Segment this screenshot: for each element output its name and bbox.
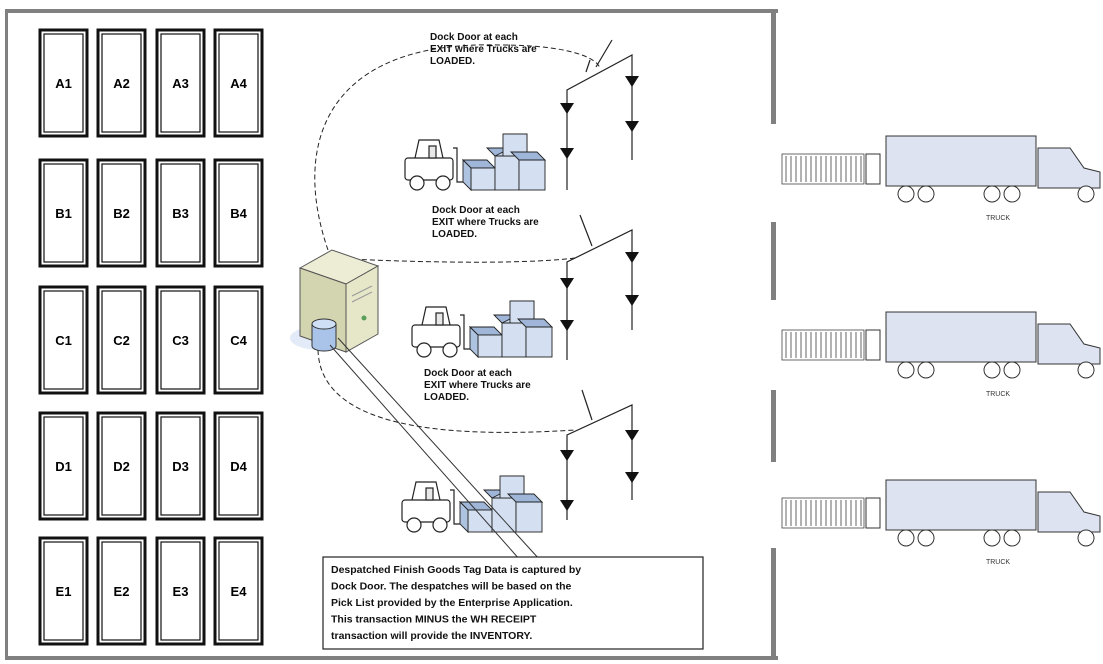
dock-door-callout-1-line: Dock Door at each	[430, 32, 518, 43]
dock-door-callout-1-line: EXIT where Trucks are	[430, 44, 537, 55]
truck-ramp-stripes	[785, 156, 862, 526]
storage-slot-label: A4	[230, 76, 247, 91]
storage-slot-label: C1	[55, 333, 72, 348]
storage-slot-label: E2	[114, 584, 130, 599]
storage-slot-a3: A3	[155, 28, 206, 138]
forklift-2	[411, 300, 553, 358]
leader-lines	[329, 337, 541, 561]
dock-door-callout-3-line: Dock Door at each	[424, 368, 512, 379]
storage-slot-label: A3	[172, 76, 189, 91]
truck-labels: TRUCK TRUCK TRUCK	[986, 215, 1010, 566]
storage-slot-label: C2	[113, 333, 130, 348]
storage-slot-e1: E1	[38, 536, 89, 646]
storage-slot-label: D2	[113, 459, 130, 474]
truck-label: TRUCK	[986, 215, 1010, 222]
dock-door-callout-2-line: Dock Door at each	[432, 205, 520, 216]
storage-slot-label: A2	[113, 76, 130, 91]
storage-slot-b3: B3	[155, 158, 206, 268]
storage-slot-c3: C3	[155, 285, 206, 395]
storage-slot-label: D1	[55, 459, 72, 474]
storage-slot-c4: C4	[213, 285, 264, 395]
dock-door-callout-3-line: LOADED.	[424, 392, 469, 403]
storage-slot-b1: B1	[38, 158, 89, 268]
storage-slot-label: B3	[172, 206, 189, 221]
info-box-line: Dock Door. The despatches will be based …	[331, 581, 572, 593]
info-box-line: This transaction MINUS the WH RECEIPT	[331, 614, 537, 626]
forklift-3	[401, 475, 543, 533]
info-box-line: Pick List provided by the Enterprise App…	[331, 597, 573, 609]
storage-slot-label: C3	[172, 333, 189, 348]
storage-slot-label: E1	[56, 584, 72, 599]
storage-slot-label: E3	[173, 584, 189, 599]
storage-slot-b4: B4	[213, 158, 264, 268]
truck-2	[781, 311, 1101, 379]
storage-slot-label: D3	[172, 459, 189, 474]
truck-3	[781, 479, 1101, 547]
storage-slot-d2: D2	[96, 411, 147, 521]
storage-slot-label: A1	[55, 76, 72, 91]
storage-slot-e3: E3	[155, 536, 206, 646]
storage-slot-label: B2	[113, 206, 130, 221]
storage-slot-e4: E4	[213, 536, 264, 646]
dock-door-callout-1-line: LOADED.	[430, 56, 475, 67]
storage-slot-label: E4	[231, 584, 248, 599]
storage-slot-label: C4	[230, 333, 247, 348]
truck-label: TRUCK	[986, 391, 1010, 398]
storage-slot-c2: C2	[96, 285, 147, 395]
dock-door-2	[560, 214, 639, 360]
info-box: Despatched Finish Goods Tag Data is capt…	[322, 556, 704, 650]
storage-slot-label: B4	[230, 206, 247, 221]
storage-slot-a4: A4	[213, 28, 264, 138]
storage-slot-c1: C1	[38, 285, 89, 395]
dock-door-3	[560, 389, 639, 520]
storage-slot-d4: D4	[213, 411, 264, 521]
storage-slot-e2: E2	[96, 536, 147, 646]
warehouse-walls	[5, 9, 778, 660]
truck-1	[781, 135, 1101, 203]
storage-slot-label: B1	[55, 206, 72, 221]
storage-slot-d3: D3	[155, 411, 206, 521]
storage-slot-b2: B2	[96, 158, 147, 268]
dock-door-1	[560, 39, 639, 190]
forklift-1	[404, 133, 546, 191]
info-box-line: transaction will provide the INVENTORY.	[331, 630, 532, 642]
database-icon	[311, 318, 337, 352]
storage-slot-label: D4	[230, 459, 247, 474]
info-box-line: Despatched Finish Goods Tag Data is capt…	[331, 564, 581, 576]
storage-slot-a1: A1	[38, 28, 89, 138]
dock-door-callout-2-line: LOADED.	[432, 229, 477, 240]
dock-door-callout-2-line: EXIT where Trucks are	[432, 217, 539, 228]
storage-slot-a2: A2	[96, 28, 147, 138]
dock-door-callout-3-line: EXIT where Trucks are	[424, 380, 531, 391]
storage-slot-d1: D1	[38, 411, 89, 521]
truck-label: TRUCK	[986, 559, 1010, 566]
